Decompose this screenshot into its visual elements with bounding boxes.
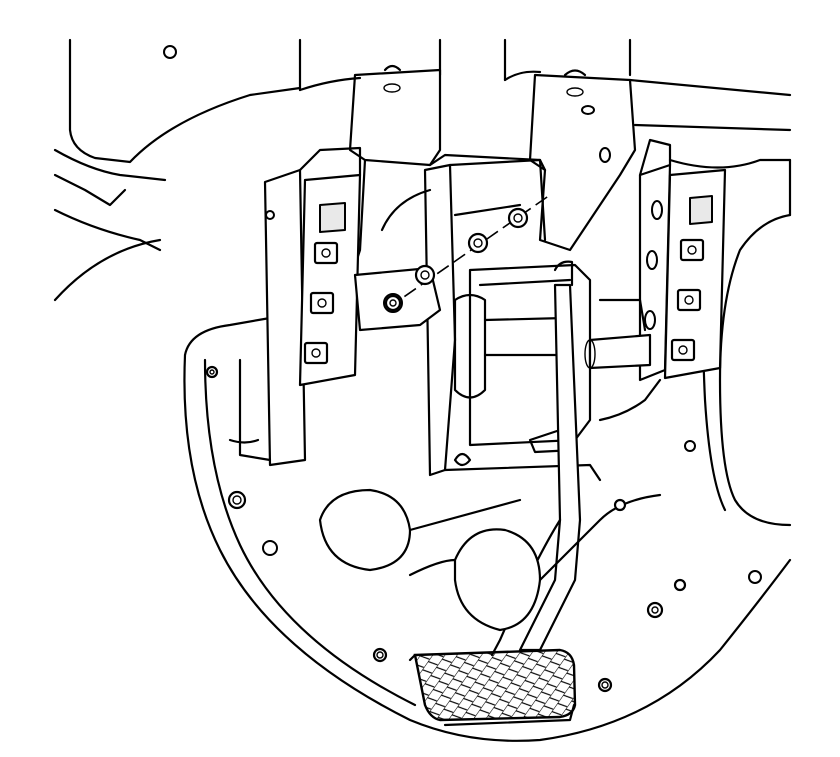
upper-bracket <box>298 64 637 277</box>
floor-panel <box>53 38 792 302</box>
plate-openings <box>318 488 662 632</box>
left-side-bracket <box>228 146 362 467</box>
nut-3 <box>507 207 529 229</box>
nut-4 <box>384 294 402 312</box>
pedal-box <box>353 158 662 482</box>
pedal-pad <box>408 648 577 727</box>
nut-2 <box>467 232 489 254</box>
fasteners <box>384 194 551 312</box>
plate-studs <box>163 45 762 693</box>
right-side-bracket <box>638 138 727 382</box>
nut-1 <box>414 264 436 286</box>
dash-plate <box>183 213 792 742</box>
